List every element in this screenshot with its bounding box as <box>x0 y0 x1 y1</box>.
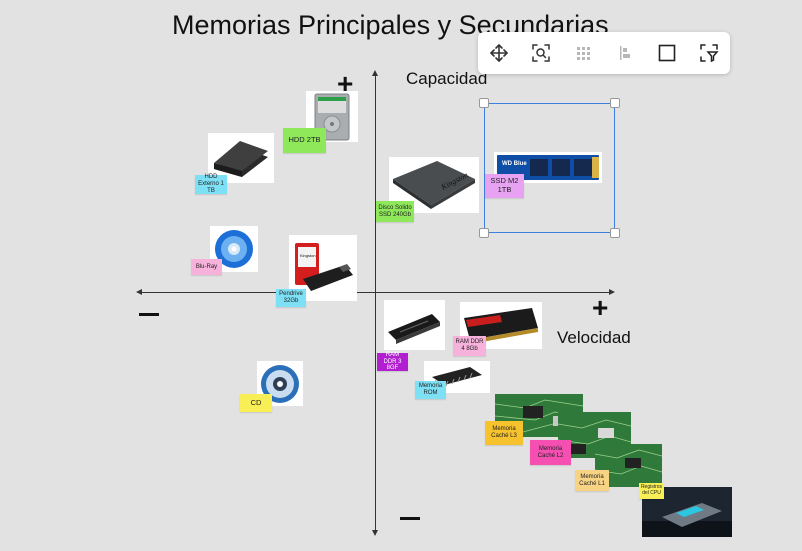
vertical-axis <box>372 70 378 536</box>
grid-align-icon <box>577 47 590 60</box>
sticky-note-blu-ray[interactable]: Blu-Ray <box>191 259 222 275</box>
sticky-note-hdd-2tb[interactable]: HDD 2TB <box>283 128 326 153</box>
sticky-note-cache-l3[interactable]: Memoria Caché L3 <box>485 421 523 445</box>
sticky-note-rom[interactable]: Memoria ROM <box>415 381 446 399</box>
resize-handle-bottom-right[interactable] <box>610 228 620 238</box>
align-left-icon <box>620 46 630 60</box>
resize-handle-bottom-left[interactable] <box>479 228 489 238</box>
rom-chip-image[interactable] <box>424 361 490 393</box>
resize-handle-top-right[interactable] <box>610 98 620 108</box>
sticky-note-cd[interactable]: CD <box>240 394 272 412</box>
hdd-external-image[interactable] <box>208 133 274 183</box>
zoom-to-fit-button[interactable] <box>520 32 562 74</box>
ssd-m2-brand: WD Blue <box>502 161 527 167</box>
resize-handle-top-left[interactable] <box>479 98 489 108</box>
frame-icon <box>658 44 676 62</box>
cpu-registers-image[interactable] <box>642 487 732 537</box>
y-axis-plus-sign: + <box>337 68 354 99</box>
select-filter-icon <box>700 44 719 63</box>
ram-ddr4-image[interactable] <box>460 302 542 349</box>
select-filter-button[interactable] <box>688 32 730 74</box>
frame-button[interactable] <box>646 32 688 74</box>
sticky-note-pendrive[interactable]: Pendrive 32Gb <box>276 289 306 307</box>
ssd-m2-image[interactable]: WD Blue <box>494 152 602 183</box>
y-axis-minus-sign <box>400 517 420 520</box>
x-axis-plus-sign: + <box>592 292 609 323</box>
grid-align-button[interactable] <box>562 32 604 74</box>
sticky-note-cache-l1[interactable]: Memoria Caché L1 <box>575 470 609 491</box>
sticky-note-hdd-externo[interactable]: HDD Externo 1 TB <box>195 174 227 194</box>
x-axis-label: Velocidad <box>557 328 631 347</box>
pendrive-brand: Kingston <box>300 253 316 258</box>
y-axis-label: Capacidad <box>406 69 488 88</box>
sticky-note-ram-ddr3[interactable]: RAM DDR 3 8GF <box>377 352 408 371</box>
move-button[interactable] <box>478 32 520 74</box>
align-left-button[interactable] <box>604 32 646 74</box>
zoom-to-fit-icon <box>532 44 550 62</box>
ram-ddr3-image[interactable] <box>384 300 445 350</box>
sticky-note-cache-l2[interactable]: Memoria Caché L2 <box>530 440 571 465</box>
selection-toolbar <box>478 32 730 74</box>
cd-disc-image[interactable] <box>257 361 303 406</box>
sticky-note-ssd-m2[interactable]: SSD M2 1TB <box>485 174 524 198</box>
x-axis-minus-sign <box>139 313 159 316</box>
sticky-note-ssd-sata[interactable]: Disco Solido SSD 240Gb <box>376 201 414 222</box>
selection-box[interactable] <box>484 103 615 233</box>
horizontal-axis <box>136 289 615 295</box>
sticky-note-ram-ddr4[interactable]: RAM DDR 4 8Gb <box>453 336 486 356</box>
sticky-note-registros-cpu[interactable]: Registros del CPU <box>639 483 664 499</box>
move-icon <box>490 44 508 62</box>
